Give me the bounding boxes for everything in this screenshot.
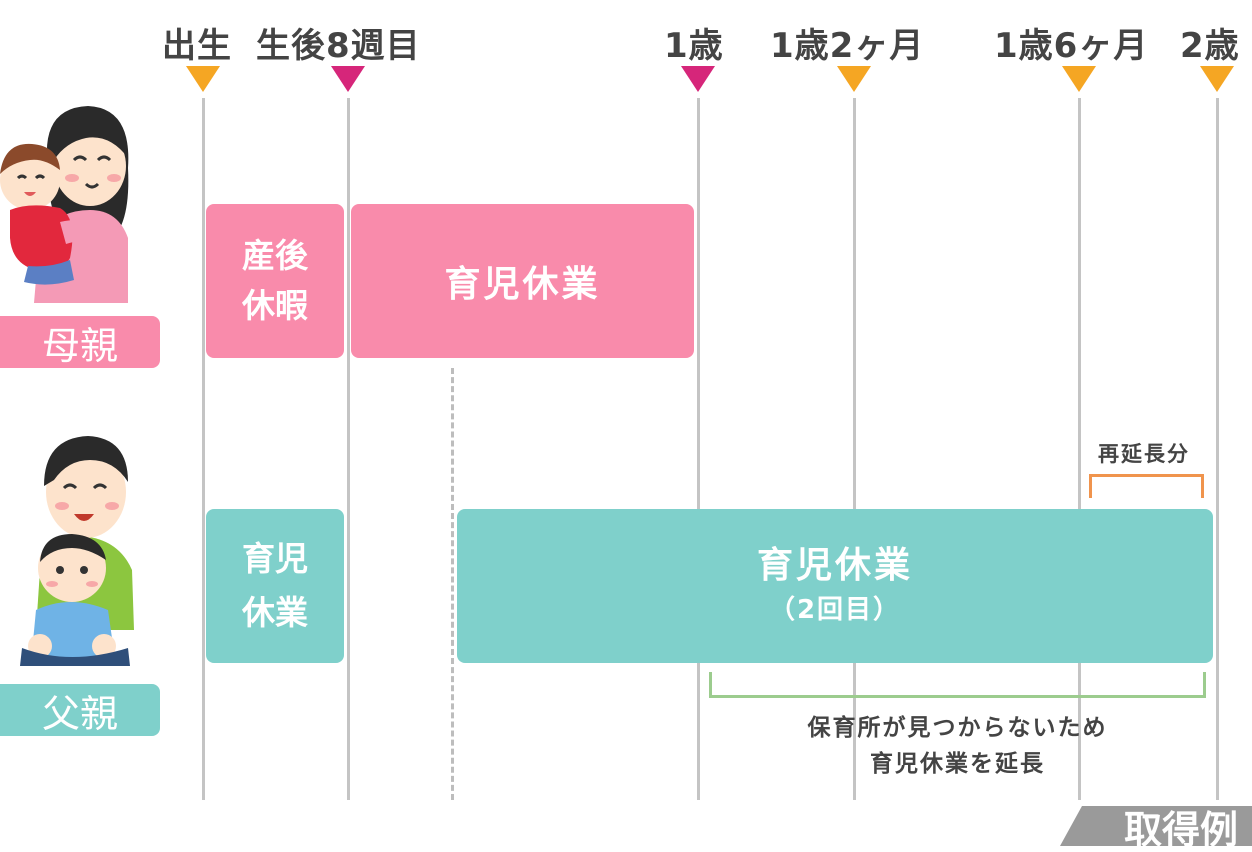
mother-postpartum-leave-line1: 産後 (242, 236, 308, 275)
re-extension-bracket (1089, 474, 1204, 498)
timeline-line-1year6months (1078, 98, 1081, 800)
timeline-line-1year (697, 98, 700, 800)
milestone-1year6months-label: 1歳6ヶ月 (994, 26, 1149, 66)
extension-note-line2: 育児休業を延長 (870, 751, 1045, 777)
milestone-8weeks-marker (331, 66, 365, 92)
milestone-birth-label: 出生 (162, 26, 232, 66)
milestone-1year2months-label: 1歳2ヶ月 (770, 26, 925, 66)
milestone-2years-label: 2歳 (1180, 26, 1240, 66)
milestone-1year-marker (681, 66, 715, 92)
timeline-line-1year2months (853, 98, 856, 800)
re-extension-label: 再延長分 (1098, 442, 1190, 466)
father-first-leave-bar: 育児 休業 (206, 509, 344, 663)
milestone-1year-label: 1歳 (664, 26, 724, 66)
father-first-leave-line1: 育児 (242, 539, 308, 578)
dashed-guide-line (451, 368, 454, 800)
father-second-leave-sub: （2回目） (768, 595, 902, 625)
mother-illustration (0, 106, 129, 303)
corner-tab-text: 取得例 (1124, 808, 1239, 852)
timeline-line-2years (1216, 98, 1219, 800)
mother-role-label: 母親 (0, 316, 160, 368)
milestone-birth-marker (186, 66, 220, 92)
milestone-8weeks-label: 生後8週目 (256, 26, 421, 66)
father-second-leave-bar: 育児休業 （2回目） (457, 509, 1213, 663)
father-first-leave-line2: 休業 (242, 593, 308, 632)
milestone-1year2months-marker (837, 66, 871, 92)
father-second-leave-label: 育児休業 (756, 545, 913, 586)
mother-childcare-leave-bar: 育児休業 (351, 204, 694, 358)
extension-bracket (709, 672, 1206, 698)
mother-postpartum-leave-bar: 産後 休暇 (206, 204, 344, 358)
mother-postpartum-leave-line2: 休暇 (242, 286, 308, 325)
milestone-1year6months-marker (1062, 66, 1096, 92)
timeline-line-birth (202, 98, 205, 800)
timeline-line-8weeks (347, 98, 350, 800)
extension-note-line1: 保育所が見つからないため (807, 715, 1108, 741)
milestone-2years-marker (1200, 66, 1234, 92)
father-role-label: 父親 (0, 684, 160, 736)
mother-childcare-leave-label: 育児休業 (444, 264, 601, 305)
father-illustration (20, 436, 134, 666)
